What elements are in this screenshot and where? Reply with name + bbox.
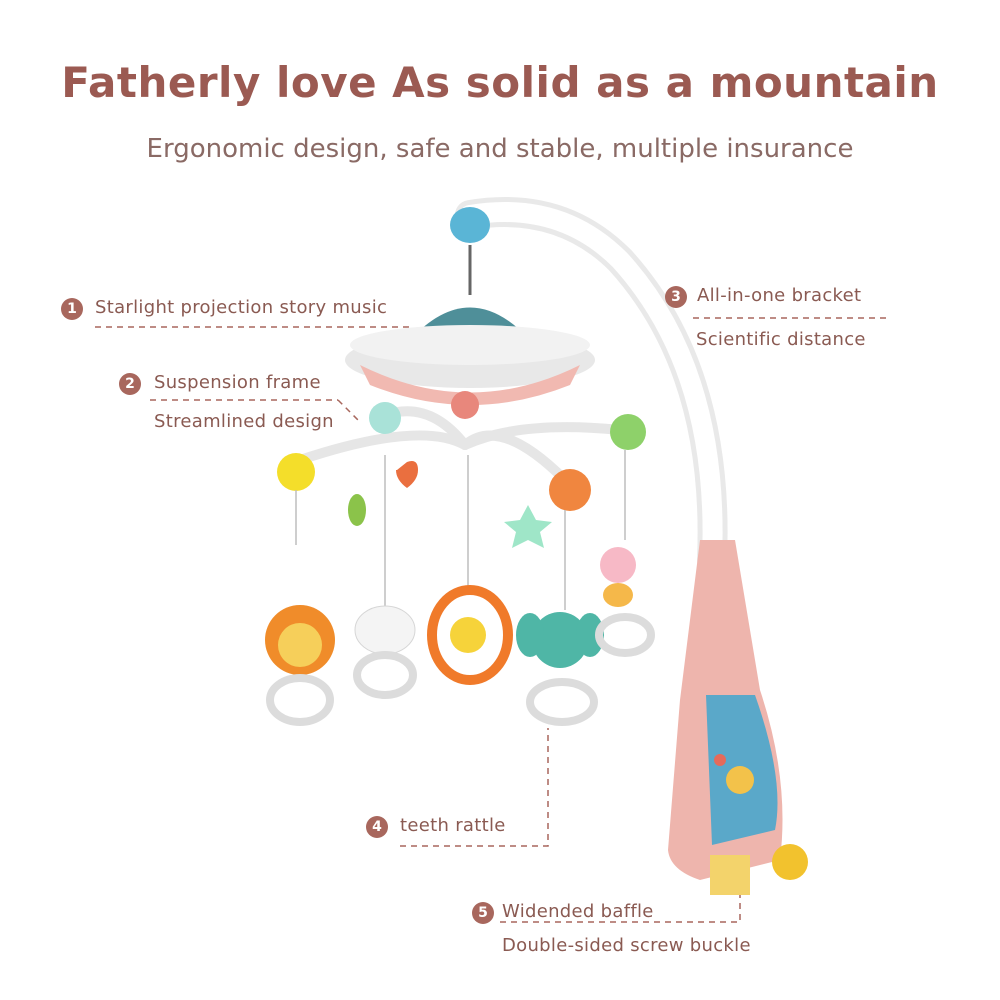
- suspension-frame: [295, 406, 625, 485]
- callout-number-3: 3: [665, 286, 687, 308]
- screw-buckle: [710, 855, 750, 895]
- hanging-toys: [265, 402, 655, 726]
- callout-number-4: 4: [366, 816, 388, 838]
- callout-2-sublabel: Streamlined design: [154, 411, 334, 432]
- callout-1-label: Starlight projection story music: [95, 297, 388, 318]
- callout-number-5: 5: [472, 902, 494, 924]
- callout-5-sublabel: Double-sided screw buckle: [502, 935, 751, 956]
- page-subtitle: Ergonomic design, safe and stable, multi…: [146, 134, 854, 164]
- callout-number-1: 1: [61, 298, 83, 320]
- callout-4-label: teeth rattle: [400, 815, 506, 836]
- callout-3-label: All-in-one bracket: [697, 285, 862, 306]
- callout-5-label: Widended baffle: [502, 901, 654, 922]
- callout-2-label: Suspension frame: [154, 372, 321, 393]
- callout-leader-lines: [95, 317, 888, 923]
- callout-number-2: 2: [119, 373, 141, 395]
- page-title: Fatherly love As solid as a mountain: [61, 58, 939, 107]
- callout-3-sublabel: Scientific distance: [696, 329, 866, 350]
